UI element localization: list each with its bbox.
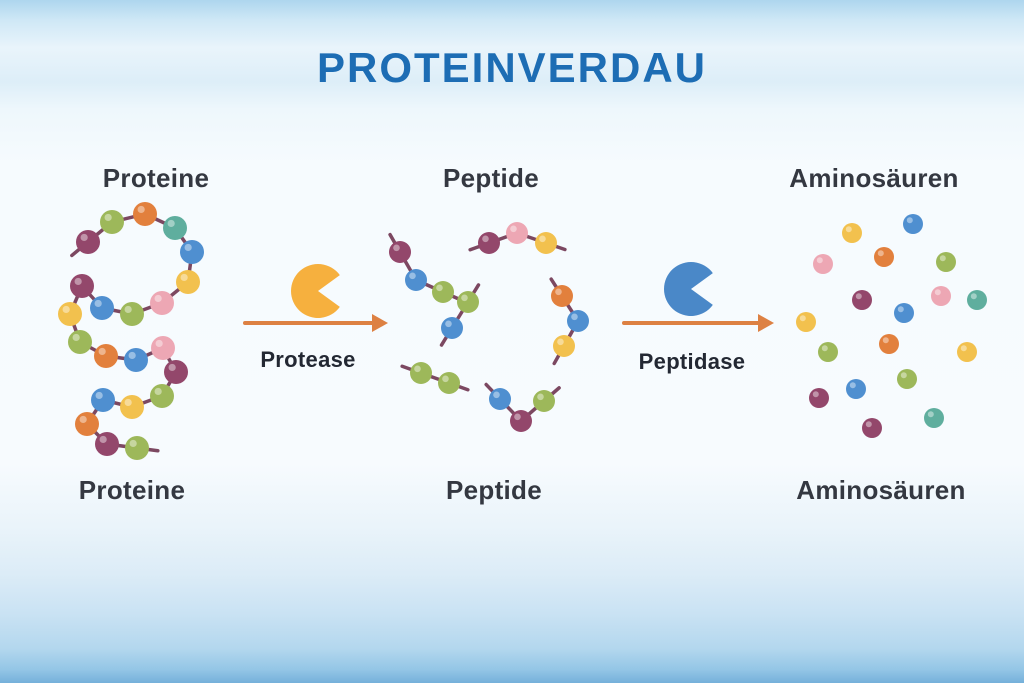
page-title: PROTEINVERDAU bbox=[316, 44, 708, 91]
enzyme-pacman-icon-protease bbox=[291, 264, 340, 318]
peptide-chain-3 bbox=[439, 283, 481, 347]
peptide-chain-2 bbox=[468, 222, 567, 254]
reaction-arrow-peptidase bbox=[622, 314, 774, 332]
enzyme-label-peptidase: Peptidase bbox=[638, 349, 746, 374]
stage-label-aminosaeuren-bottom: Aminosäuren bbox=[796, 475, 966, 505]
peptide-chain-6 bbox=[484, 382, 561, 432]
enzyme-label-protease: Protease bbox=[260, 347, 356, 372]
enzyme-pacman-icon-peptidase bbox=[664, 262, 713, 316]
protein-chain bbox=[58, 202, 204, 460]
amino-acid-dots bbox=[796, 214, 987, 438]
stage-label-peptide-bottom: Peptide bbox=[445, 475, 543, 505]
reaction-arrow-protease bbox=[243, 314, 388, 332]
stage-label-proteine-bottom: Proteine bbox=[78, 475, 186, 505]
stage-label-peptide-top: Peptide bbox=[442, 163, 540, 193]
peptide-chain-4 bbox=[549, 277, 589, 366]
stage-label-proteine-top: Proteine bbox=[102, 163, 210, 193]
peptide-chain-1 bbox=[388, 232, 464, 303]
stage-label-aminosaeuren-top: Aminosäuren bbox=[789, 163, 959, 193]
peptide-chain-5 bbox=[400, 362, 470, 394]
